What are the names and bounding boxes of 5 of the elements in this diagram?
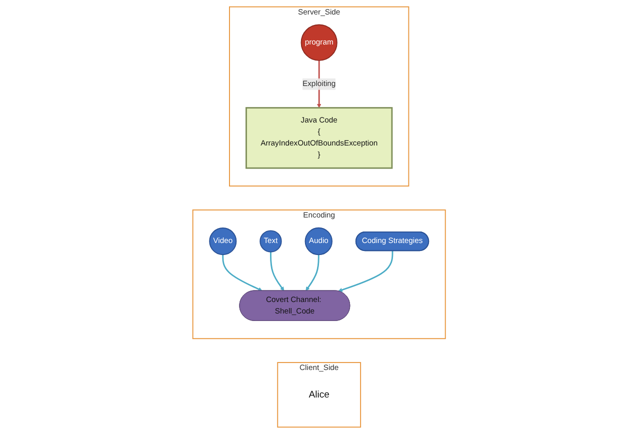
node-text: Alice — [308, 390, 330, 400]
arrow — [270, 252, 284, 291]
arrow — [306, 254, 320, 291]
arrow — [338, 250, 394, 292]
arrow — [222, 254, 262, 292]
